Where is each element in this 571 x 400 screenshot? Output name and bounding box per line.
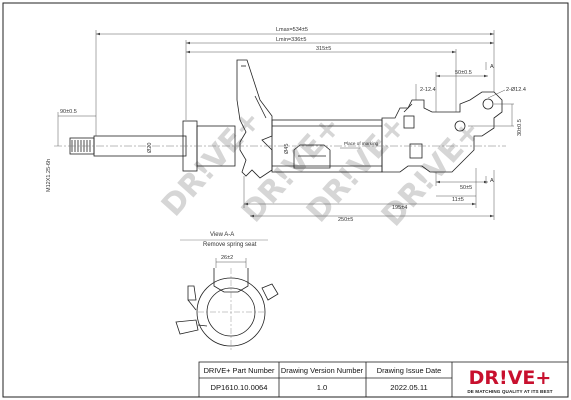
tb-header-date: Drawing Issue Date [377, 366, 442, 375]
section-dim-lines [215, 258, 247, 268]
view-subtitle: Remove spring seat [203, 242, 257, 248]
brand-logo: DR!VE+ [469, 367, 552, 389]
brake-hose-bracket [293, 144, 331, 169]
dim-90: 90±0.5 [60, 109, 77, 115]
dim-hole-2: 2-Ø12.4 [506, 87, 526, 93]
dimension-arrows [96, 32, 494, 218]
section-clip-right [261, 283, 279, 301]
dim-hole-1: 2-12.4 [420, 87, 436, 93]
tb-header-part-number: DRIVE+ Part Number [204, 366, 275, 375]
spring-seat [236, 59, 273, 179]
tb-header-version: Drawing Version Number [281, 366, 364, 375]
tb-value-date: 2022.05.11 [390, 383, 427, 392]
dimension-lines [57, 30, 514, 220]
section-tab [175, 319, 199, 335]
knuckle-bracket [381, 91, 503, 173]
dim-view-26: 26±2 [221, 255, 233, 261]
dim-11: 11±5 [452, 197, 464, 203]
dim-lmax: Lmax=534±5 [276, 27, 308, 33]
tb-value-version: 1.0 [317, 383, 328, 392]
tb-value-part-number: DP1610.10.0064 [210, 383, 267, 392]
dim-50-bottom: 50±5 [460, 185, 472, 191]
note-place-of-marking: Place of marking [344, 141, 379, 146]
dim-30: 30±0.5 [517, 119, 523, 136]
brand-slogan: DE MATCHING QUALITY AT ITS BEST [467, 389, 552, 394]
dim-250: 250±5 [338, 217, 353, 223]
mount-hole-upper [482, 98, 494, 110]
section-mark-a-bottom: A [490, 178, 494, 184]
dim-body-dia: Ø45 [284, 144, 290, 154]
dim-50-top: 50±0.5 [455, 70, 472, 76]
section-clip-left [187, 285, 197, 301]
view-title: View A-A [210, 232, 234, 238]
sensor-clip [403, 115, 415, 129]
dim-lmin: Lmin=336±5 [276, 37, 306, 43]
dim-195: 195±4 [392, 205, 407, 211]
section-mark-a-top: A [490, 64, 494, 70]
section-view-a-a [175, 268, 279, 347]
dim-rod-dia: Ø20 [147, 143, 153, 153]
abs-holder [409, 143, 423, 159]
dim-315: 315±5 [316, 46, 331, 52]
title-block-frame [198, 361, 569, 398]
mount-hole-lower [454, 120, 466, 132]
dim-thread: M12X1.25-6h [46, 159, 52, 192]
